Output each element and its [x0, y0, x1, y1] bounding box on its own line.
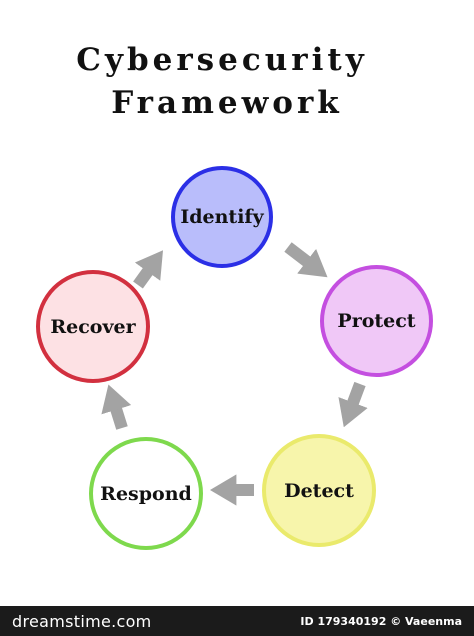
node-detect-label: Detect — [284, 479, 354, 502]
arrow-respond-to-recover — [101, 384, 132, 430]
node-detect: Detect — [262, 434, 376, 547]
node-recover-label: Recover — [50, 315, 136, 338]
node-protect-label: Protect — [337, 310, 416, 332]
title-line-1: Cybersecurity — [76, 42, 368, 78]
node-identify-label: Identify — [180, 206, 264, 228]
arrow-identify-to-protect — [284, 242, 328, 278]
node-identify: Identify — [171, 166, 273, 268]
node-protect: Protect — [320, 265, 433, 377]
arrow-protect-to-detect — [338, 381, 368, 428]
node-respond-label: Respond — [100, 482, 192, 505]
footer-brand: dreamstime.com — [12, 611, 152, 631]
title-line-2: Framework — [111, 85, 343, 121]
footer-meta: ID 179340192 © Vaeenma — [300, 614, 462, 628]
node-recover: Recover — [36, 270, 150, 383]
node-respond: Respond — [89, 437, 203, 550]
watermark-footer: dreamstime.com ID 179340192 © Vaeenma — [0, 606, 474, 636]
arrow-recover-to-identify — [133, 250, 164, 289]
